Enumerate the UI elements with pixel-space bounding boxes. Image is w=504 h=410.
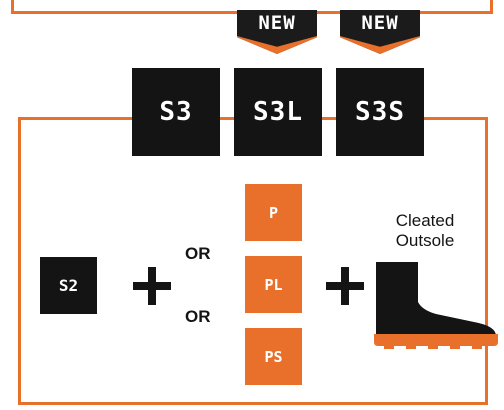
new-badge-s3l: NEW bbox=[237, 10, 317, 54]
badge-stripe bbox=[340, 36, 420, 54]
option-p: P bbox=[245, 184, 302, 241]
level-s2: S2 bbox=[40, 257, 97, 314]
plus-icon bbox=[326, 267, 364, 305]
option-ps: PS bbox=[245, 328, 302, 385]
boot-icon bbox=[374, 262, 498, 349]
badge-stripe bbox=[237, 36, 317, 54]
new-badge-s3s: NEW bbox=[340, 10, 420, 54]
new-badge-label: NEW bbox=[258, 12, 296, 34]
cleated-label-line2: Outsole bbox=[395, 231, 455, 250]
cleated-label-line1: Cleated bbox=[395, 211, 455, 230]
or-label: OR bbox=[185, 307, 211, 326]
option-pl: PL bbox=[245, 256, 302, 313]
cleated-outsole-label: Cleated Outsole bbox=[375, 211, 475, 251]
new-badge-label: NEW bbox=[361, 12, 399, 34]
level-s3l: S3L bbox=[234, 68, 322, 156]
or-label: OR bbox=[185, 244, 211, 263]
level-s3s: S3S bbox=[336, 68, 424, 156]
plus-icon bbox=[133, 267, 171, 305]
level-s3: S3 bbox=[132, 68, 220, 156]
